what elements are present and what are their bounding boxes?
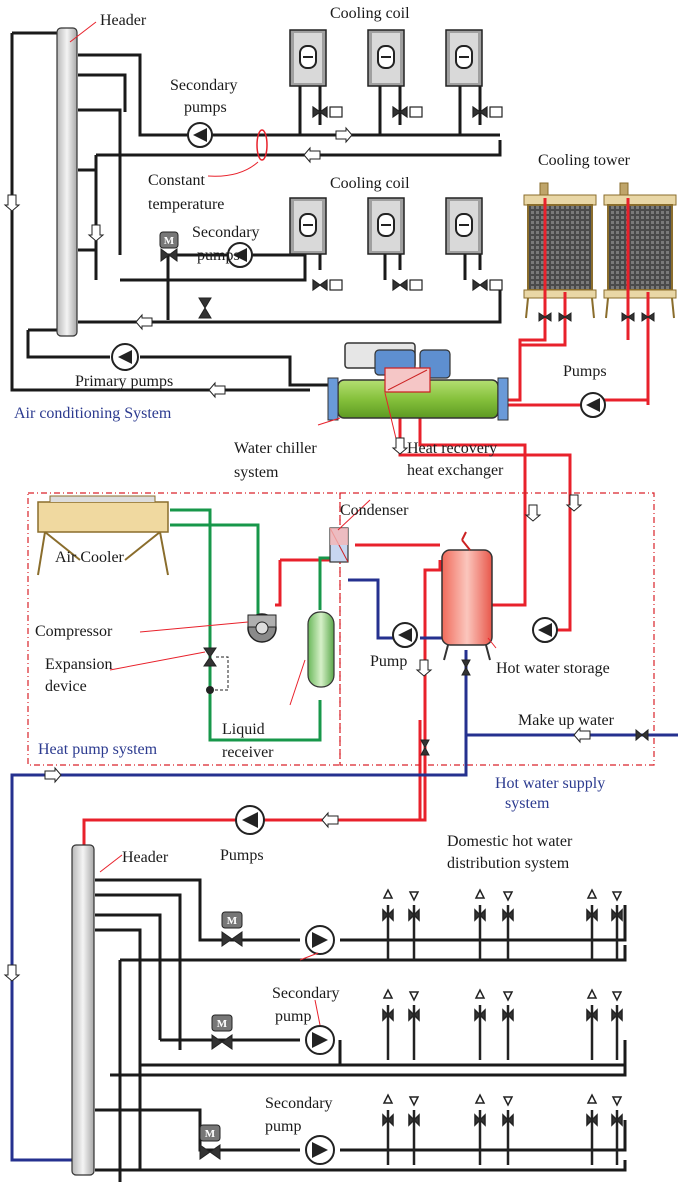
motor-valve-bottom-2: M: [211, 1014, 233, 1050]
distribution-pipes: [95, 878, 627, 1182]
label-heat-recovery-b: heat exchanger: [407, 462, 504, 479]
supply-valves: [420, 659, 649, 756]
label-water-chiller-a: Water chiller: [234, 440, 317, 457]
condenser: [329, 527, 349, 563]
tank-pump-1: [532, 617, 558, 643]
label-header-bottom: Header: [122, 849, 169, 866]
label-secondary-pump-1b: pump: [275, 1008, 311, 1025]
svg-text:M: M: [205, 1128, 216, 1140]
tower-valves: [538, 312, 655, 322]
cooling-coils-row-2: [289, 197, 483, 255]
cooling-coils-row-1: [289, 29, 483, 87]
primary-pump: [111, 343, 139, 371]
label-hot-water-storage: Hot water storage: [496, 660, 610, 677]
gate-valve-top: [198, 297, 212, 319]
compressor: [247, 613, 277, 643]
labels: Header Cooling coil Secondary pumps Cons…: [14, 5, 631, 1135]
label-domestic-b: distribution system: [447, 855, 570, 872]
air-cooler: [37, 495, 169, 576]
cooling-tower-1: [523, 182, 597, 319]
tap-groups: [382, 888, 623, 1165]
cooling-tower-2: [603, 182, 677, 319]
label-constant-b: temperature: [148, 196, 224, 213]
label-heat-recovery-a: Heat recovery: [407, 440, 497, 457]
label-condenser: Condenser: [340, 502, 409, 519]
expansion-valve: [203, 647, 229, 694]
motor-valve-bottom-3: M: [199, 1124, 221, 1160]
label-secondary-pumps-1a: Secondary: [170, 77, 238, 94]
label-air-cooler: Air Cooler: [55, 549, 125, 566]
distribution-pump-main: [235, 805, 265, 835]
label-water-chiller-b: system: [234, 464, 279, 481]
chilled-water-pipes: [10, 31, 502, 392]
label-cooling-coil-2: Cooling coil: [330, 175, 410, 192]
label-secondary-pump-1a: Secondary: [272, 985, 340, 1002]
label-hot-water-supply-b: system: [505, 795, 550, 812]
label-secondary-pumps-2a: Secondary: [192, 224, 260, 241]
secondary-pump-top-1: [187, 122, 213, 148]
motor-valve-top: M: [159, 231, 179, 262]
label-primary-pumps: Primary pumps: [75, 373, 173, 390]
header-bottom: [71, 844, 95, 1176]
label-expansion-b: device: [45, 678, 87, 695]
label-secondary-pump-2b: pump: [265, 1118, 301, 1135]
label-pump-hp: Pump: [370, 653, 407, 670]
label-heat-pump-system: Heat pump system: [38, 741, 158, 758]
label-air-conditioning: Air conditioning System: [14, 405, 172, 422]
hot-water-pipes: [82, 198, 650, 845]
label-liquid-receiver-b: receiver: [222, 744, 274, 761]
label-pumps-bottom: Pumps: [220, 847, 264, 864]
label-cooling-tower: Cooling tower: [538, 152, 631, 169]
label-constant-a: Constant: [148, 172, 205, 189]
constant-temperature-leader: [207, 161, 259, 177]
hot-water-storage-tank: [441, 531, 493, 661]
secondary-pump-bottom-1: [305, 925, 335, 955]
control-valves-row-1: [312, 105, 503, 119]
hot-water-system-boundary: [339, 492, 655, 766]
secondary-pump-bottom-3: [305, 1135, 335, 1165]
label-secondary-pumps-2b: pumps: [197, 247, 240, 264]
label-secondary-pumps-1b: pumps: [184, 99, 227, 116]
flow-arrows: [3, 126, 591, 982]
constant-temperature-marker: [256, 129, 268, 161]
motor-valve-bottom-1: M: [221, 911, 243, 947]
tower-pump: [580, 392, 606, 418]
control-valves-row-2: [312, 278, 503, 292]
svg-text:M: M: [164, 235, 175, 247]
condenser-pump: [392, 622, 418, 648]
label-header-top: Header: [100, 12, 147, 29]
label-secondary-pump-2a: Secondary: [265, 1095, 333, 1112]
label-pumps-tower: Pumps: [563, 363, 607, 380]
label-make-up-water: Make up water: [518, 712, 615, 729]
header-top: [56, 27, 78, 337]
secondary-pump-bottom-2: [305, 1025, 335, 1055]
label-domestic-a: Domestic hot water: [447, 833, 573, 850]
secondary-pump-top-2: [227, 242, 253, 268]
label-hot-water-supply-a: Hot water supply: [495, 775, 605, 792]
label-liquid-receiver-a: Liquid: [222, 721, 265, 738]
label-expansion-a: Expansion: [45, 656, 113, 673]
svg-text:M: M: [227, 915, 238, 927]
liquid-receiver: [307, 611, 335, 688]
svg-text:M: M: [217, 1018, 228, 1030]
label-compressor: Compressor: [35, 623, 113, 640]
water-chiller: [327, 342, 509, 421]
label-cooling-coil-1: Cooling coil: [330, 5, 410, 22]
